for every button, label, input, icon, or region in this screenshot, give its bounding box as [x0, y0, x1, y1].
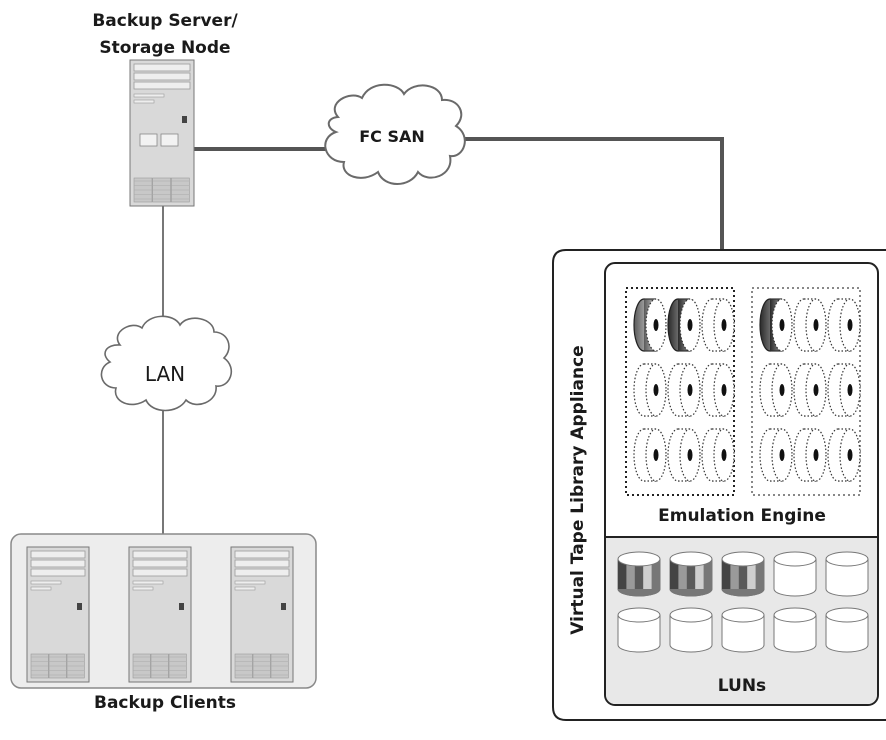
tape-cartridge-empty: [667, 363, 701, 417]
backup-client-tower: [230, 546, 294, 683]
tape-cartridge-dark: [667, 298, 701, 352]
lun-disk-plain: [773, 607, 817, 653]
tape-cartridge-empty: [633, 363, 667, 417]
lan-label: LAN: [144, 362, 186, 386]
lun-disk-plain: [773, 551, 817, 597]
backup-server-tower-body: [129, 59, 195, 207]
tape-cartridge-empty: [759, 363, 793, 417]
lun-disk-plain: [669, 607, 713, 653]
tape-cartridge-empty: [793, 428, 827, 482]
vtl-appliance-label: Virtual Tape Library Appliance: [568, 345, 588, 635]
lun-disks: [617, 551, 869, 653]
backup-clients-group: [26, 546, 294, 683]
lun-disk-plain: [825, 551, 869, 597]
tape-cartridge-empty: [827, 298, 861, 352]
connection-lines: [162, 137, 724, 534]
lun-disk-plain: [617, 607, 661, 653]
virtual-tape-cartridges: [633, 298, 861, 482]
lun-disk-striped: [617, 551, 661, 597]
tape-cartridge-dark: [759, 298, 793, 352]
fcsan-to-vtl-link: [460, 137, 724, 250]
tape-library-frame-1: [625, 287, 735, 496]
backup-server-tower: [129, 59, 195, 207]
lun-disk-plain: [825, 607, 869, 653]
tape-cartridge-empty: [827, 363, 861, 417]
tape-cartridge-gray: [633, 298, 667, 352]
tape-cartridge-empty: [701, 363, 735, 417]
lun-disk-striped: [669, 551, 713, 597]
tape-cartridge-empty: [759, 428, 793, 482]
tape-cartridge-empty: [667, 428, 701, 482]
backup-client-tower: [26, 546, 90, 683]
tape-cartridge-empty: [701, 428, 735, 482]
fc-san-cloud: [324, 83, 466, 185]
luns-label: LUNs: [717, 676, 767, 696]
backup-server-label: Backup Server/ Storage Node: [40, 8, 290, 62]
lun-disk-plain: [721, 607, 765, 653]
backup-client-tower: [128, 546, 192, 683]
backup-server-label-line2: Storage Node: [99, 38, 231, 58]
fc-san-label: FC SAN: [359, 127, 425, 146]
backup-clients-label: Backup Clients: [93, 693, 236, 713]
tape-library-frame-2: [751, 287, 861, 496]
tape-cartridge-empty: [633, 428, 667, 482]
tape-cartridge-empty: [793, 298, 827, 352]
lan-cloud: [100, 315, 233, 412]
tape-cartridge-empty: [793, 363, 827, 417]
lun-disk-striped: [721, 551, 765, 597]
tape-cartridge-empty: [701, 298, 735, 352]
backup-server-label-line1: Backup Server/: [92, 11, 238, 31]
tape-cartridge-empty: [827, 428, 861, 482]
emulation-engine-label: Emulation Engine: [658, 506, 826, 526]
